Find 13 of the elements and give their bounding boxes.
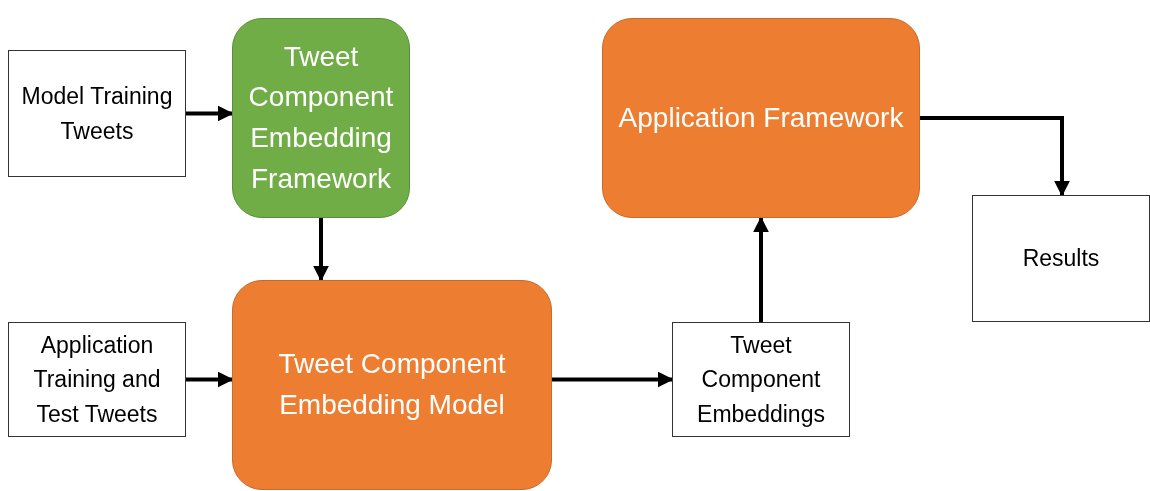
input-box: Model Training Tweets xyxy=(8,50,186,177)
arrow xyxy=(753,216,769,322)
process-box: Application Framework xyxy=(602,18,920,218)
arrow xyxy=(186,371,234,388)
arrow xyxy=(186,105,234,122)
arrow xyxy=(920,116,1070,197)
arrow xyxy=(313,218,329,282)
input-box: Results xyxy=(972,195,1150,322)
process-box: Tweet Component Embedding Model xyxy=(232,280,552,490)
input-box: Tweet Component Embeddings xyxy=(672,322,850,437)
arrow xyxy=(552,371,674,388)
input-box: Application Training and Test Tweets xyxy=(8,322,186,437)
process-box: Tweet Component Embedding Framework xyxy=(232,18,410,218)
